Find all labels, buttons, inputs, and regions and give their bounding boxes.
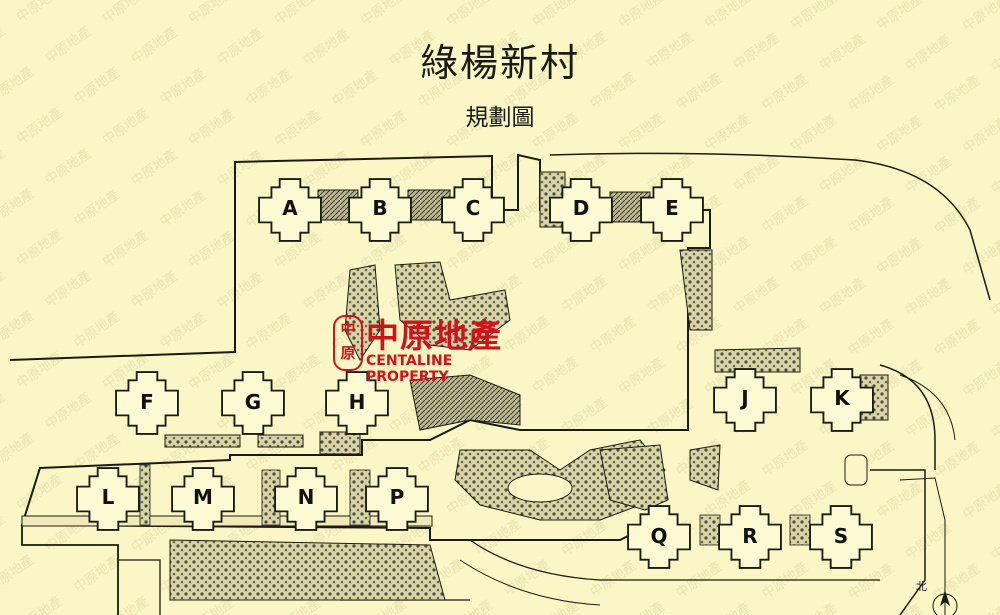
label-E: E	[665, 196, 679, 220]
road-north	[549, 152, 991, 301]
label-L: L	[102, 485, 115, 509]
label-J: J	[739, 386, 748, 410]
label-H: H	[349, 390, 366, 414]
north-label: 北	[916, 580, 927, 593]
label-G: G	[245, 390, 261, 414]
road-southeast	[870, 469, 926, 615]
label-R: R	[742, 524, 757, 548]
landscaping	[139, 171, 889, 601]
label-S: S	[834, 524, 848, 548]
label-K: K	[834, 386, 851, 410]
road-south	[469, 539, 880, 581]
label-Q: Q	[650, 524, 667, 548]
label-D: D	[573, 196, 590, 220]
logo-seal: 中原	[333, 315, 363, 371]
road-southeast-kerb	[899, 477, 946, 615]
building-labels: A B C D E F G H J K L M N P Q R S	[102, 196, 852, 548]
road-east-loop	[879, 364, 936, 470]
road-east-kerb	[899, 374, 956, 441]
label-P: P	[390, 485, 405, 509]
road-south-kerb	[459, 559, 601, 606]
label-C: C	[466, 196, 481, 220]
label-N: N	[298, 485, 315, 509]
centaline-logo: 中原 中原地產 CENTALINE PROPERTY	[333, 313, 538, 385]
label-M: M	[193, 485, 213, 509]
page-title: 綠楊新村	[419, 41, 580, 85]
north-arrow	[932, 590, 958, 615]
page-subtitle: 規劃圖	[465, 105, 535, 131]
label-A: A	[282, 196, 298, 220]
logo-chinese-text: 中原地產	[366, 316, 502, 355]
label-F: F	[140, 390, 154, 414]
boundary-southwest	[21, 525, 119, 615]
label-B: B	[372, 196, 387, 220]
logo-english-text: CENTALINE PROPERTY	[366, 353, 453, 385]
podium-strip	[21, 515, 433, 527]
